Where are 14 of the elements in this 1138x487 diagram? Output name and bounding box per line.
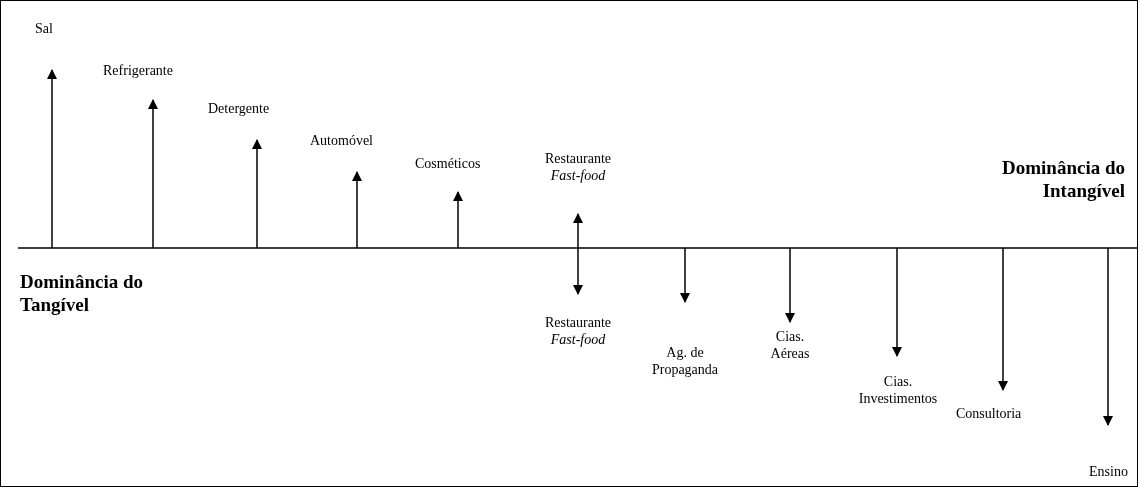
item-label: Cosméticos	[415, 155, 481, 172]
item-label: Ag. de Propaganda	[650, 344, 720, 378]
item-label: Automóvel	[310, 132, 373, 149]
item-label: Cias. Investimentos	[857, 373, 939, 407]
pole-heading: Dominância do Tangível	[20, 270, 144, 316]
pole-heading: Dominância do Intangível	[1001, 156, 1125, 202]
item-label: Detergente	[208, 100, 270, 117]
item-label: Sal	[35, 20, 53, 37]
item-label: Restaurante Fast-food	[543, 150, 613, 184]
item-label: Restaurante Fast-food	[543, 314, 613, 348]
item-label: Consultoria	[956, 405, 1022, 422]
item-label: Cias. Aéreas	[769, 328, 811, 362]
item-label: Ensino	[1089, 463, 1128, 480]
item-label: Refrigerante	[103, 62, 173, 79]
